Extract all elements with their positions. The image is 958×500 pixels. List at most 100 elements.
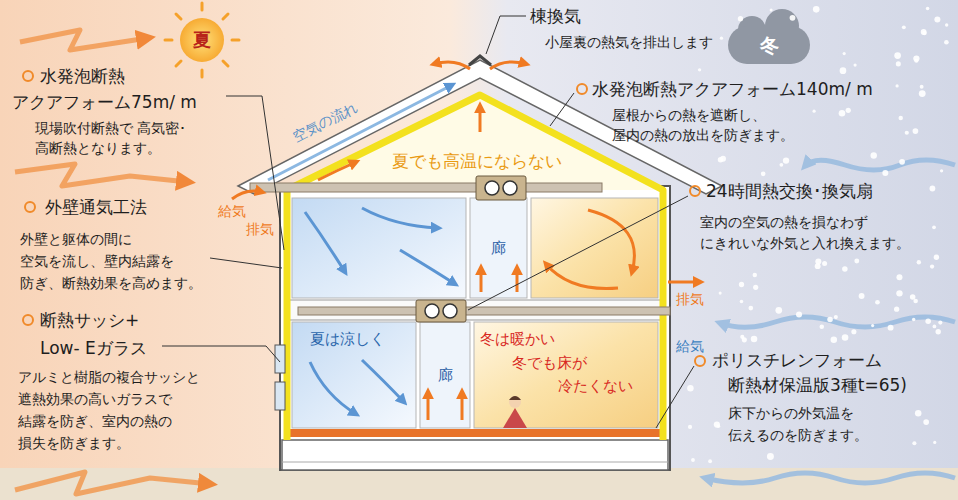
callout-heading: 24時間熱交換･換気扇 — [706, 180, 873, 202]
air-flow-arrows — [480, 268, 483, 292]
foam-insulation — [287, 95, 663, 440]
snow-dot — [846, 108, 851, 113]
snow-dot — [933, 441, 936, 444]
air-flow-arrows — [362, 360, 404, 402]
snow-dot — [930, 264, 934, 268]
snow-dot — [767, 453, 774, 460]
snow-dot — [896, 61, 901, 66]
ventilation-duct — [416, 300, 466, 322]
sun-circle: 夏 — [180, 18, 224, 62]
callout-note: 外壁と躯体の間に 空気を流し、壁内結露を 防ぎ、断熱効果を高めます。 — [20, 228, 215, 294]
snow-dot — [894, 52, 901, 59]
snow-dot — [834, 315, 838, 319]
air-flow-arrows — [479, 106, 482, 132]
heat-arrows — [20, 30, 148, 50]
callout-note: 床下からの外気温を 伝えるのを防ぎます。 — [728, 402, 883, 446]
snow-dot — [851, 329, 856, 334]
snow-dot — [761, 171, 766, 176]
callout-note: 小屋裏の熱気を排出します — [545, 33, 713, 51]
sun-rays — [223, 14, 228, 19]
air-flow-arrows — [461, 392, 464, 420]
callout-heading: 水発泡断熱 アクアフォーム75m/ m — [12, 63, 222, 115]
callout-heading: 棟換気 — [530, 5, 581, 27]
ventilation-duct — [250, 183, 602, 192]
snow-dot — [687, 385, 693, 391]
node-text: 廊 — [491, 239, 506, 257]
air-label: 給気 — [218, 202, 246, 220]
snow-dot — [688, 425, 692, 429]
snow-dot — [854, 259, 859, 264]
snow-dot — [875, 300, 880, 305]
snow-dot — [898, 116, 902, 120]
air-label: 排気 — [676, 290, 704, 308]
snow-dot — [915, 410, 922, 417]
snow-dot — [913, 128, 919, 134]
person-figure — [503, 408, 527, 428]
snow-dot — [888, 325, 894, 331]
foundation — [282, 462, 668, 463]
sun-rays — [201, 3, 204, 10]
cool-room: 夏は涼しく — [292, 322, 416, 428]
snow-dot — [910, 294, 916, 300]
snow-dot — [820, 324, 825, 329]
node-text: 夏 — [193, 29, 211, 51]
cold-arrows — [805, 160, 955, 170]
snow-dot — [945, 23, 948, 26]
sun-rays — [165, 39, 172, 42]
callout-bullets — [23, 71, 705, 366]
ventilation-duct — [425, 304, 439, 318]
leader-lines — [468, 196, 688, 310]
snow-dot — [698, 68, 701, 71]
snow-dot — [912, 318, 915, 321]
snow-dot — [779, 163, 783, 167]
leader-lines — [226, 96, 284, 250]
background — [0, 468, 958, 500]
node-text: 廊 — [438, 366, 453, 384]
rooms — [292, 322, 416, 428]
snow-dot — [842, 266, 848, 272]
node-text: 冬は暖かい — [480, 330, 555, 348]
cold-arrows — [705, 473, 955, 483]
snow-dot — [912, 441, 916, 445]
snow-dot — [929, 186, 935, 192]
house-walls — [280, 186, 670, 470]
callout-note: 室内の空気の熱を損なわず にきれいな外気と入れ換えます。 — [700, 212, 922, 254]
air-flow-arrows — [318, 162, 356, 180]
snow-dot — [815, 263, 821, 269]
snow-dot — [870, 152, 876, 158]
snow-dot — [753, 285, 758, 290]
rooms — [531, 198, 658, 298]
foundation — [282, 440, 668, 470]
corridor-room: 廊 — [420, 322, 470, 428]
snow-dot — [902, 25, 906, 29]
snow-dot — [813, 6, 820, 13]
node-text: 冬 — [760, 34, 779, 57]
callout-note: アルミと樹脂の複合サッシと 遮熱効果の高いガラスで 結露を防ぎ、室内の熱の 損失… — [18, 366, 213, 454]
callout-note: 現場吹付断熱で 高気密･高断熱となります。 — [35, 118, 215, 158]
snow-dot — [923, 419, 929, 425]
snow-dot — [920, 85, 924, 89]
snow-dot — [748, 306, 753, 311]
snow-dot — [932, 225, 936, 229]
sun-rays — [223, 61, 228, 66]
flow-label: 空気の流れ — [290, 98, 360, 146]
snow-dot — [895, 84, 898, 87]
snow-dot — [926, 7, 930, 11]
snow-dot — [790, 15, 796, 21]
snow-dot — [934, 16, 940, 22]
callout-bullets — [690, 186, 700, 196]
air-flow-arrows — [588, 210, 634, 272]
snow-dot — [905, 131, 909, 135]
snow-dot — [940, 169, 943, 172]
heat-arrows — [15, 164, 188, 186]
air-flow-arrows — [546, 264, 618, 289]
air-flow-arrows — [305, 212, 345, 272]
air-flow-arrows — [427, 392, 430, 420]
callout-heading: 外壁通気工法 — [45, 196, 147, 218]
snow-dot — [882, 170, 888, 176]
leader-lines — [162, 16, 694, 428]
snow-dot — [933, 325, 937, 329]
